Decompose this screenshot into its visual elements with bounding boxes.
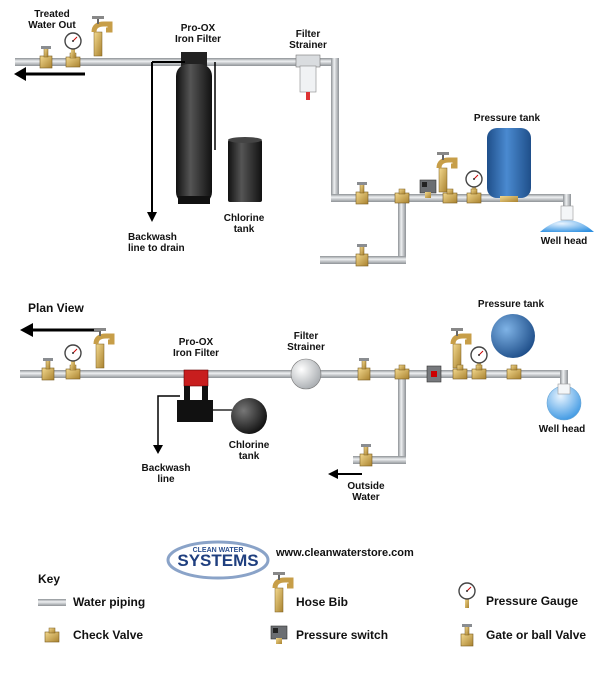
key-label-hose-bib: Hose Bib <box>296 595 349 609</box>
tee-fitting-icon <box>394 188 410 204</box>
logo-big-text: SYSTEMS <box>177 551 258 570</box>
label-backwash-drain: Backwash line to drain <box>128 232 185 254</box>
gate-valve-icon <box>39 45 53 69</box>
hose-bib-icon <box>94 328 112 368</box>
pipe-branch-down <box>398 198 406 260</box>
plan-label-pressure-tank: Pressure tank <box>477 299 545 310</box>
gate-valve-icon <box>357 357 371 381</box>
label-chlorine-tank: Chlorine tank <box>223 213 265 235</box>
gate-valve-icon <box>355 243 369 267</box>
chlorine-tank <box>228 137 262 202</box>
plan-label-iron-filter: Pro-OX Iron Filter <box>172 337 220 359</box>
pressure-tank <box>487 128 531 202</box>
gate-valve-icon <box>359 443 373 467</box>
check-valve-icon <box>471 364 487 380</box>
key-title: Key <box>38 572 61 586</box>
plan-backwash-arrow <box>153 445 163 454</box>
hose-bib-icon <box>92 16 110 56</box>
key-gate-valve-icon <box>460 623 474 647</box>
iron-filter-tank <box>176 52 212 204</box>
key-label-pressure-switch: Pressure switch <box>296 628 389 642</box>
logo-small-text: CLEAN WATER <box>193 547 244 554</box>
hose-bib-icon <box>437 152 455 192</box>
plan-filter-strainer <box>290 358 322 390</box>
key-label-pressure-gauge: Pressure Gauge <box>486 594 579 608</box>
check-valve-icon <box>466 188 482 204</box>
plan-pipe-to-well <box>560 370 568 392</box>
plan-pressure-tank <box>491 314 535 358</box>
key-label-check-valve: Check Valve <box>73 628 144 642</box>
plan-label-filter-strainer: Filter Strainer <box>287 331 325 353</box>
pressure-gauge-icon <box>64 344 82 371</box>
plan-well-head <box>546 383 582 421</box>
plan-label-well-head: Well head <box>538 424 586 435</box>
pipe-riser <box>331 58 339 200</box>
brand-logo: CLEAN WATER SYSTEMS <box>166 540 270 580</box>
outside-water-arrow <box>328 469 362 479</box>
tee-fitting-icon <box>394 364 410 380</box>
plan-label-chlorine-tank: Chlorine tank <box>228 440 270 462</box>
plan-branch-down <box>398 374 406 462</box>
pipe-to-well <box>563 194 571 216</box>
plan-view <box>20 314 582 479</box>
filter-strainer <box>295 54 321 100</box>
gate-valve-icon <box>41 357 55 381</box>
key-hose-bib-icon <box>273 572 291 612</box>
well-head <box>540 205 594 232</box>
key-pressure-switch-icon <box>270 625 288 645</box>
website-url: www.cleanwaterstore.com <box>276 547 414 559</box>
plan-label-backwash-line: Backwash line <box>141 463 191 485</box>
hose-bib-icon <box>451 328 469 368</box>
key-pipe-icon <box>38 599 66 606</box>
plan-chlorine-tank <box>231 398 267 434</box>
plan-label-outside-water: Outside Water <box>347 481 385 503</box>
pressure-gauge-icon <box>64 32 82 59</box>
key-label-gate-valve: Gate or ball Valve <box>486 628 587 642</box>
backwash-arrow <box>147 212 157 222</box>
key-check-valve-icon <box>44 627 60 643</box>
plan-arrow <box>20 323 100 337</box>
gate-valve-icon <box>355 181 369 205</box>
plan-view-title: Plan View <box>28 301 84 315</box>
label-pressure-tank: Pressure tank <box>473 113 541 124</box>
label-well-head: Well head <box>540 236 588 247</box>
plan-iron-filter <box>177 369 213 422</box>
label-iron-filter: Pro-OX Iron Filter <box>174 23 222 45</box>
flow-arrow-out <box>14 67 85 81</box>
check-valve-icon <box>506 364 522 380</box>
key-pressure-gauge-icon <box>458 582 476 609</box>
key-label-water-piping: Water piping <box>73 595 146 609</box>
label-filter-strainer: Filter Strainer <box>289 29 327 51</box>
plan-pressure-switch <box>426 365 442 383</box>
elevation-view <box>14 16 594 267</box>
plan-outside-branch <box>353 456 406 464</box>
plan-backwash-line <box>157 395 180 445</box>
label-treated-water-out: Treated Water Out <box>28 9 76 31</box>
key-icons <box>38 572 476 647</box>
